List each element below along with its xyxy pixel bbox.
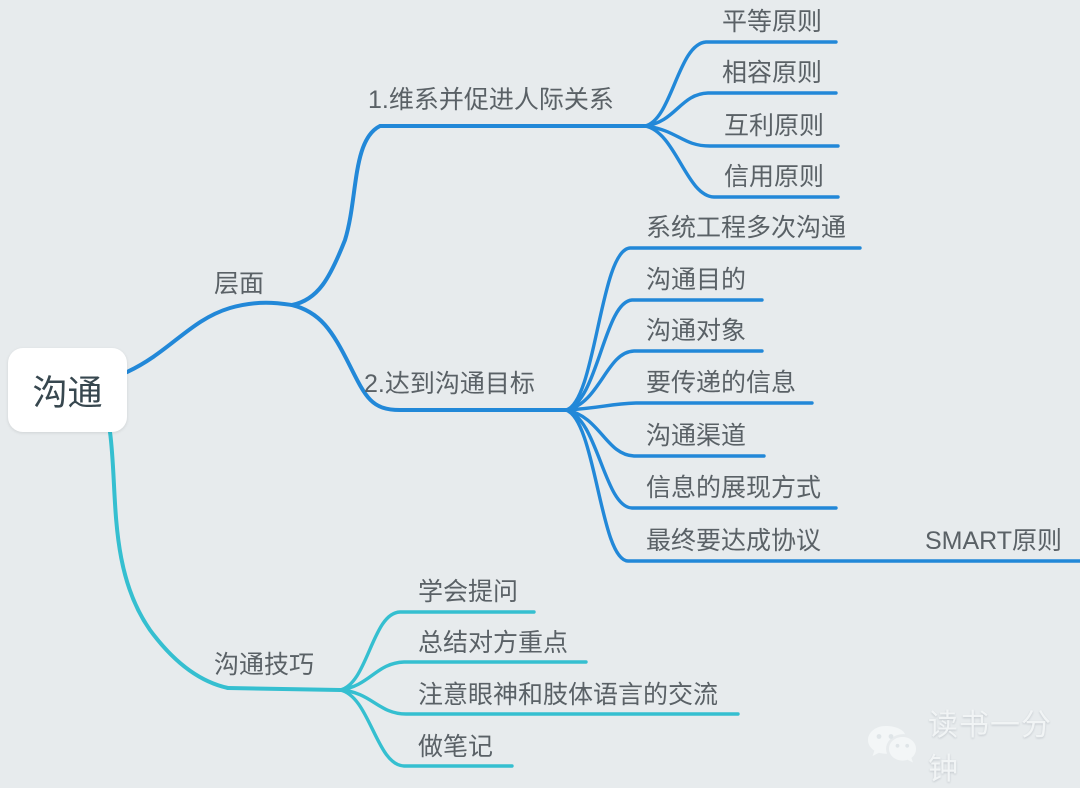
branch-skills-label[interactable]: 沟通技巧: [214, 651, 315, 679]
topic-2-child-6-label[interactable]: 信息的展现方式: [646, 474, 822, 502]
topic-2-child-2-label[interactable]: 沟通目的: [646, 266, 747, 294]
link-topic1-child1: [643, 40, 838, 128]
link-topic2-child5: [564, 408, 766, 458]
topic-1-label[interactable]: 1.维系并促进人际关系: [368, 86, 614, 114]
topic-1-child-1-label[interactable]: 平等原则: [722, 8, 823, 36]
link-topic1-child2: [643, 91, 838, 128]
wechat-icon: [866, 724, 918, 764]
link-level-to-topic2: [290, 303, 568, 412]
link-skills-trunk: [226, 686, 342, 692]
topic-1-child-3-label[interactable]: 互利原则: [724, 112, 825, 140]
link-root-to-level: [125, 300, 294, 374]
skills-child-3-label[interactable]: 注意眼神和肢体语言的交流: [418, 681, 719, 709]
topic-2-child-3-label[interactable]: 沟通对象: [646, 317, 747, 345]
link-root-to-skills: [108, 430, 230, 690]
topic-2-label[interactable]: 2.达到沟通目标: [364, 370, 535, 398]
topic-2-child-4-label[interactable]: 要传递的信息: [646, 369, 797, 397]
link-skills-child3: [338, 688, 740, 716]
skills-child-2-label[interactable]: 总结对方重点: [418, 629, 569, 657]
link-topic1-child4: [643, 124, 840, 199]
topic-2-child-7-label[interactable]: 最终要达成协议: [646, 527, 822, 555]
link-skills-child4: [338, 688, 514, 768]
link-level-to-topic1: [290, 124, 647, 307]
root-node-label: 沟通: [32, 373, 103, 413]
watermark: 读书一分钟: [866, 700, 1080, 788]
link-topic2-child7: [564, 408, 1080, 563]
link-skills-child1: [338, 610, 536, 692]
link-topic1-child3: [643, 124, 840, 148]
root-node[interactable]: 沟通: [8, 348, 127, 432]
topic-1-child-2-label[interactable]: 相容原则: [722, 59, 823, 87]
link-topic2-child1: [564, 246, 862, 412]
watermark-text: 读书一分钟: [928, 709, 1052, 786]
link-topic2-child6: [564, 408, 838, 510]
skills-child-1-label[interactable]: 学会提问: [418, 578, 519, 606]
link-topic2-child2: [564, 298, 764, 412]
skills-child-4-label[interactable]: 做笔记: [418, 733, 494, 761]
branch-level-label[interactable]: 层面: [214, 270, 265, 298]
smart-principle-label[interactable]: SMART原则: [925, 527, 1063, 555]
topic-1-child-4-label[interactable]: 信用原则: [724, 163, 825, 191]
topic-2-child-5-label[interactable]: 沟通渠道: [646, 422, 747, 450]
link-topic2-child4: [564, 401, 814, 412]
link-skills-child2: [338, 660, 588, 692]
topic-2-child-1-label[interactable]: 系统工程多次沟通: [646, 214, 847, 242]
link-topic2-child3: [564, 349, 764, 412]
